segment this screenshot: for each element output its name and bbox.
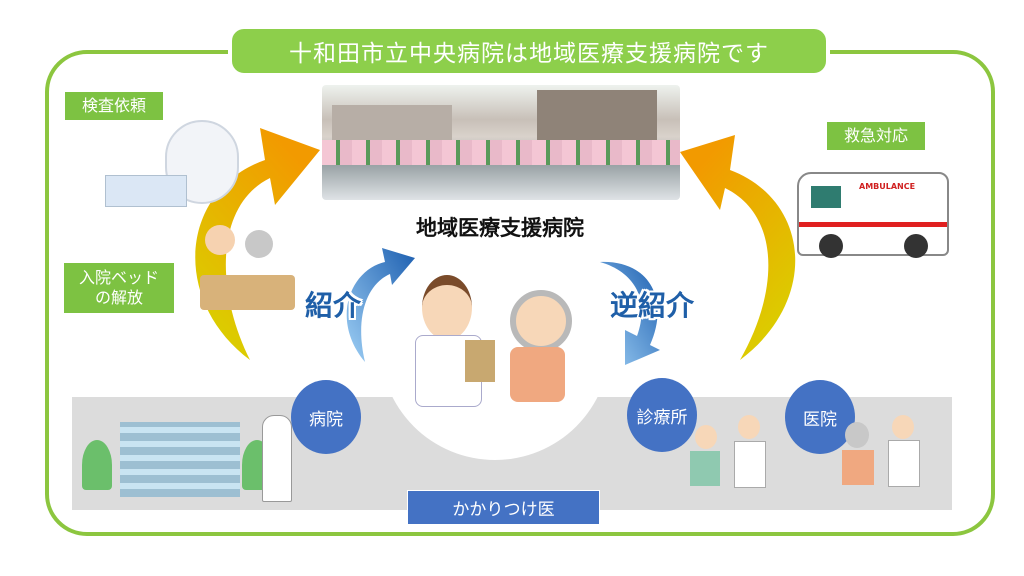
referral-label: 紹介: [305, 289, 362, 322]
bed-illustration: [195, 225, 300, 315]
ambulance-text: AMBULANCE: [859, 182, 916, 191]
bed-release-tag: 入院ベッド の解放: [64, 263, 174, 313]
reverse-referral-arrow: [600, 261, 660, 365]
clinic-circle: 診療所: [627, 378, 697, 452]
clinic-illustration: [690, 415, 770, 500]
referral-arrow: [346, 248, 415, 362]
ambulance-illustration: AMBULANCE: [797, 172, 949, 258]
doctor-office-illustration: [840, 410, 925, 500]
right-arc-arrow: [680, 135, 796, 360]
mri-illustration: [105, 115, 239, 210]
emergency-tag: 救急対応: [827, 122, 925, 150]
hospital-photo: [322, 85, 680, 200]
center-hospital-label: 地域医療支援病院: [416, 216, 584, 240]
reverse-referral-label: 逆紹介: [610, 289, 695, 322]
family-doctor-label: かかりつけ医: [407, 490, 600, 525]
hospital-building-illustration: [82, 410, 282, 500]
title-banner: 十和田市立中央病院は地域医療支援病院です: [228, 25, 830, 77]
doctor-office-circle: 医院: [785, 380, 855, 454]
hospital-doctor-illustration: [262, 415, 292, 502]
hospital-circle: 病院: [291, 380, 361, 454]
exam-request-tag: 検査依頼: [65, 92, 163, 120]
doctor-patient-illustration: [410, 275, 580, 425]
